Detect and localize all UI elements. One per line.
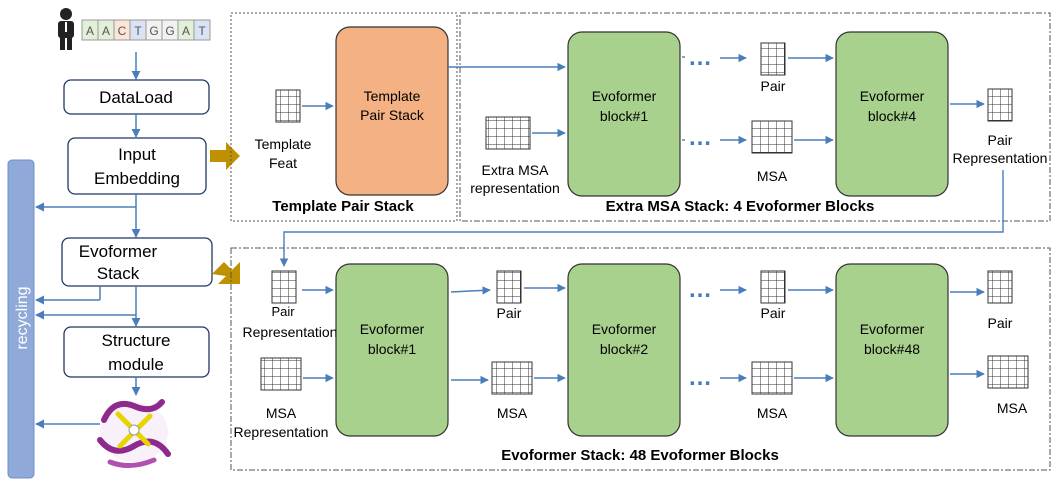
main-msa-rep-grid — [260, 357, 302, 391]
main-msa-grid-2 — [751, 361, 793, 395]
main-evoformer-block-2 — [567, 263, 681, 437]
extra-pair-rep-label-2: Representation — [953, 150, 1048, 166]
main-msa-grid-1 — [491, 361, 533, 395]
extra-evoformer-block-1-label-1: Evoformer — [592, 88, 657, 104]
pipeline-arrows — [35, 52, 141, 429]
main-msa-label-1: MSA — [497, 405, 528, 421]
flow-arrows — [279, 53, 1004, 385]
main-pair-label-2: Pair — [761, 305, 786, 321]
main-evoformer-block-1-label-2: block#1 — [368, 341, 416, 357]
extra-msa-section-border — [459, 12, 1051, 222]
main-msa-label-2: MSA — [757, 405, 788, 421]
extra-msa-label-2: representation — [470, 180, 560, 196]
main-evoformer-block-1-label-1: Evoformer — [360, 321, 425, 337]
evoformer-stack-label-2: Stack — [97, 264, 140, 283]
extra-ellipsis-top: … — [688, 44, 712, 71]
extra-evoformer-block-1-label-2: block#1 — [600, 108, 648, 124]
dna-letter: C — [118, 24, 127, 38]
dna-letter: A — [182, 24, 190, 38]
main-pair-grid-1 — [496, 270, 522, 304]
dna-letter: A — [86, 24, 94, 38]
dataload-label: DataLoad — [99, 88, 173, 107]
main-evoformer-block-48 — [835, 263, 949, 437]
main-evoformer-block-1 — [335, 263, 449, 437]
template-section-border — [230, 12, 458, 222]
extra-msa-section-title: Extra MSA Stack: 4 Evoformer Blocks — [606, 198, 875, 215]
main-pair-rep-label-2: Representation — [243, 324, 338, 340]
extra-pair-label: Pair — [761, 78, 786, 94]
dna-letter: T — [198, 24, 206, 38]
extra-msa-grid — [485, 116, 531, 150]
person-icon — [58, 8, 74, 50]
extra-pair-rep-grid — [987, 88, 1013, 122]
dna-cell — [193, 19, 211, 41]
main-ellipsis-top: … — [688, 276, 712, 303]
gold-arrows — [210, 142, 240, 284]
main-pair-out-grid — [987, 270, 1013, 304]
main-msa-rep-label-2: Representation — [234, 424, 329, 440]
evoformer-stack-label-1: Evoformer — [79, 242, 158, 261]
dna-letter: T — [134, 24, 142, 38]
main-pair-grid-2 — [760, 270, 786, 304]
dna-letter: A — [102, 24, 110, 38]
dna-letter: G — [165, 24, 174, 38]
evoformer-stack-box — [61, 237, 213, 287]
extra-evoformer-block-4-label-2: block#4 — [868, 108, 916, 124]
main-evoformer-block-48-label-1: Evoformer — [860, 321, 925, 337]
recycling-bar — [7, 159, 35, 479]
main-evoformer-block-2-label-1: Evoformer — [592, 321, 657, 337]
main-evoformer-block-2-label-2: block#2 — [600, 341, 648, 357]
input-embedding-label-1: Input — [118, 145, 156, 164]
main-msa-out-label: MSA — [997, 400, 1028, 416]
extra-evoformer-block-4 — [835, 31, 949, 197]
extra-pair-grid — [760, 42, 786, 76]
extra-evoformer-block-4-label-1: Evoformer — [860, 88, 925, 104]
main-msa-rep-label-1: MSA — [266, 405, 297, 421]
main-evoformer-block-48-label-2: block#48 — [864, 341, 920, 357]
main-section-border — [230, 247, 1051, 471]
extra-msa-out-grid — [751, 120, 793, 154]
main-pair-rep-grid — [271, 270, 297, 304]
main-pair-out-label: Pair — [988, 315, 1013, 331]
template-feat-grid — [275, 89, 301, 123]
input-embedding-box — [67, 137, 207, 195]
main-pair-rep-label-1: Pair — [271, 304, 295, 319]
template-section-title: Template Pair Stack — [272, 198, 414, 215]
main-msa-out-grid — [987, 355, 1029, 389]
extra-msa-label-1: Extra MSA — [482, 162, 550, 178]
extra-evoformer-block-1 — [567, 31, 681, 197]
main-pair-label-1: Pair — [497, 305, 522, 321]
template-pair-stack-block — [335, 26, 449, 196]
template-pair-stack-block-label-1: Template — [364, 88, 421, 104]
input-embedding-label-2: Embedding — [94, 169, 180, 188]
protein-structure-icon — [97, 399, 171, 468]
extra-msa-out-label: MSA — [757, 168, 788, 184]
dna-letter: G — [149, 24, 158, 38]
template-feat-label-2: Feat — [269, 155, 297, 171]
extra-pair-rep-label-1: Pair — [988, 132, 1013, 148]
extra-ellipsis-bottom: … — [688, 124, 712, 151]
structure-module-label-1: Structure — [102, 331, 171, 350]
recycling-label: recycling — [14, 286, 31, 349]
structure-module-label-2: module — [108, 355, 164, 374]
main-section-title: Evoformer Stack: 48 Evoformer Blocks — [501, 447, 779, 464]
template-pair-stack-block-label-2: Pair Stack — [360, 107, 425, 123]
template-feat-label-1: Template — [255, 136, 312, 152]
main-ellipsis-bottom: … — [688, 364, 712, 391]
